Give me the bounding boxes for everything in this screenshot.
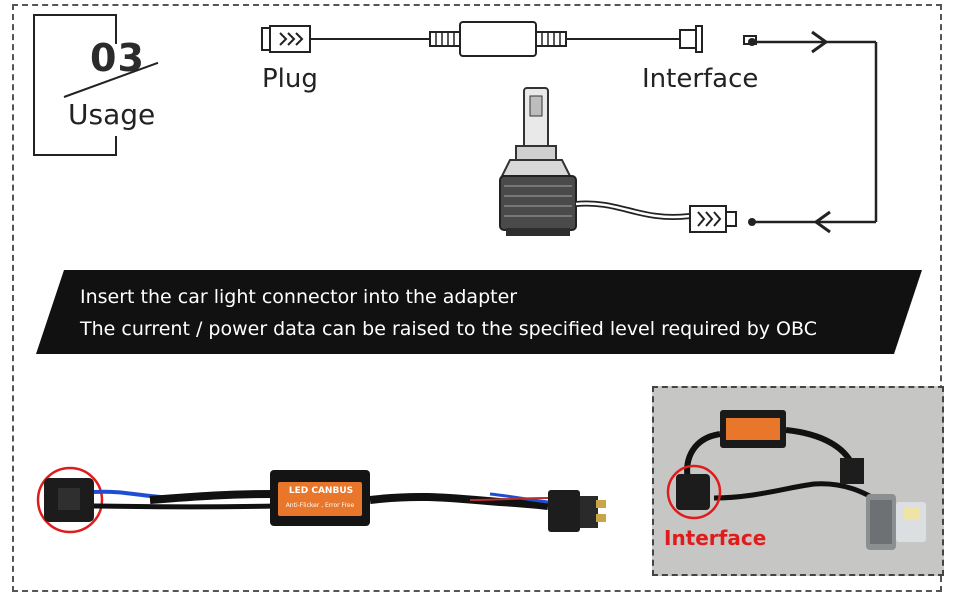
plug-photo <box>548 490 580 532</box>
flow-loop <box>748 30 878 234</box>
interface-label: Interface <box>642 64 759 94</box>
module-title: LED CANBUS <box>288 486 354 496</box>
plug-connector-icon <box>261 25 311 53</box>
module-subtitle: Anti-Flicker , Error Free <box>285 502 355 509</box>
install-photo <box>654 388 942 574</box>
callout-circle-icon <box>36 466 104 534</box>
plug-label: Plug <box>262 64 318 94</box>
install-photo-panel <box>652 386 944 576</box>
step-label: Usage <box>68 98 156 131</box>
banner-line-2: The current / power data can be raised t… <box>80 318 817 340</box>
bulb-connector-icon <box>689 205 737 233</box>
interface-callout-label: Interface <box>664 526 767 550</box>
step-number: 03 <box>90 36 145 80</box>
arrow-right-icon <box>811 30 829 54</box>
arrow-left-icon <box>813 210 831 234</box>
banner-line-1: Insert the car light connector into the … <box>80 286 518 308</box>
step-box <box>33 14 117 156</box>
page-frame <box>12 4 942 592</box>
